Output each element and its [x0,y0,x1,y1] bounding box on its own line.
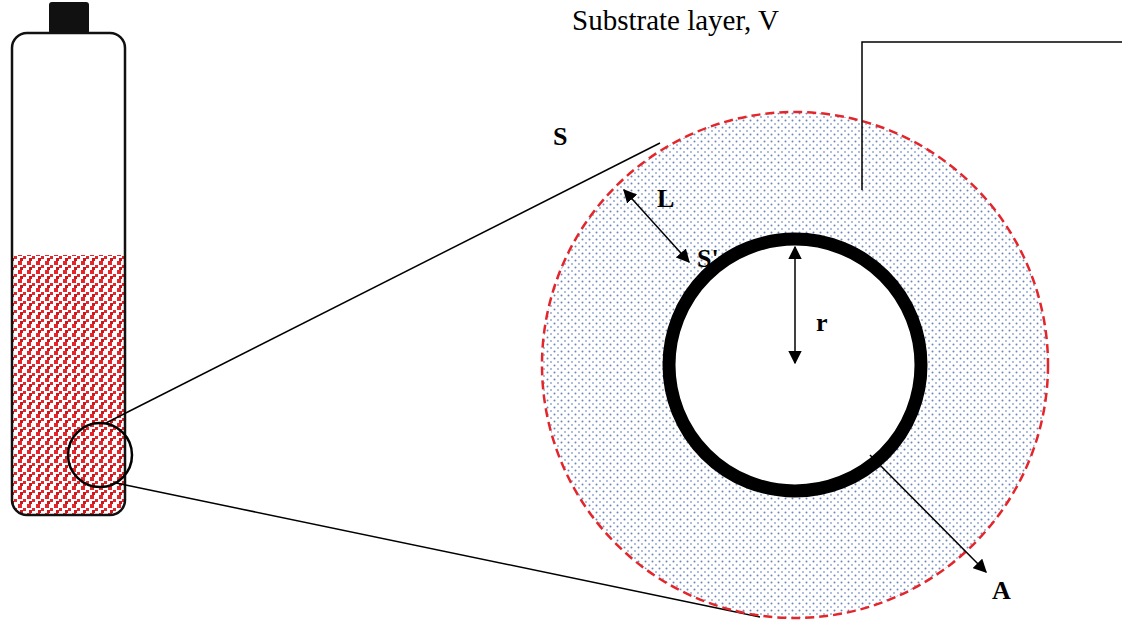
radius-label: r [816,310,828,336]
particle-surface [669,239,921,491]
surface-label: S' [697,246,719,272]
substrate-layer [542,112,1048,618]
thickness-arrow [624,190,689,262]
radius-arrow [794,247,796,363]
thickness-label: L [657,186,674,212]
bottle-body [12,33,125,515]
leader-line [862,42,1122,190]
surface-label: S [553,124,567,150]
area-label: A [992,578,1011,604]
bottle-cap [49,2,89,34]
area-arrow [870,455,986,572]
bottle-content [12,255,125,515]
zoom-circle [68,423,132,487]
region-label: Substrate layer, V [572,6,779,35]
outer-surface [542,112,1048,618]
